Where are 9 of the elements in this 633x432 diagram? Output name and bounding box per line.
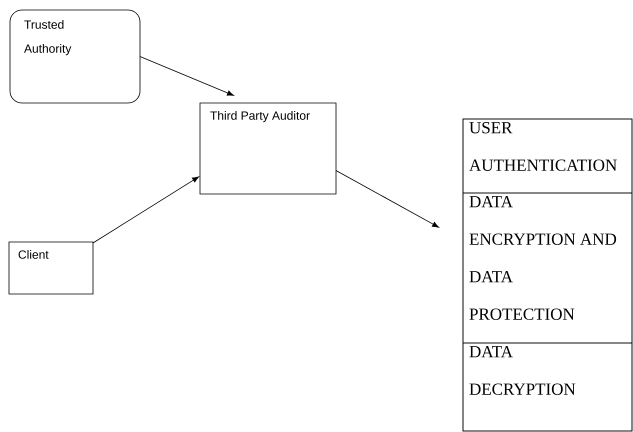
process-box: Third Party Auditor (200, 102, 336, 194)
rounded-box: Trusted Authority (10, 10, 140, 104)
arrow (92, 176, 199, 244)
table-cell: DATA DECRYPTION (462, 342, 632, 432)
arrow (140, 56, 234, 96)
arrow (336, 170, 439, 228)
table-cell: DATA ENCRYPTION AND DATA PROTECTION (462, 192, 632, 344)
process-box: Client (8, 242, 94, 294)
table-cell: USER AUTHENTICATION (462, 118, 632, 194)
